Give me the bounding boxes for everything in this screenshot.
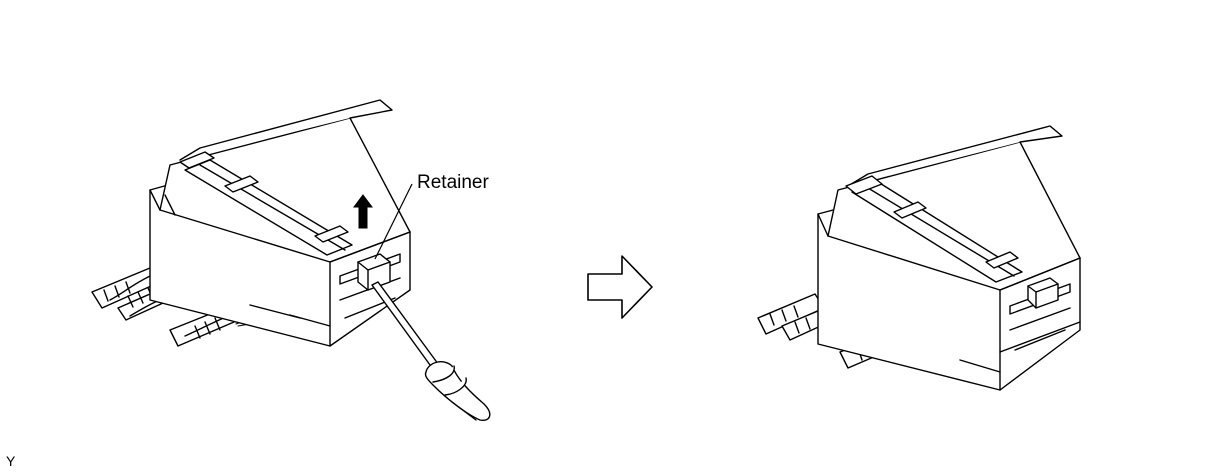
screwdriver [372, 282, 490, 420]
retainer-callout-label: Retainer [417, 172, 489, 193]
connector-with-screwdriver-icon [92, 100, 490, 420]
right-arrow-icon [588, 256, 652, 318]
retainer-leader-line [375, 184, 412, 259]
lock-strip-right [846, 176, 1022, 282]
figure-code: Y [6, 453, 16, 469]
lock-strip [180, 152, 352, 255]
retainer-part [358, 254, 390, 290]
connector-retainer-raised-icon [758, 126, 1080, 390]
up-arrow-icon [354, 195, 372, 228]
connector-body-right [818, 126, 1080, 390]
retainer-raised [1028, 278, 1058, 308]
